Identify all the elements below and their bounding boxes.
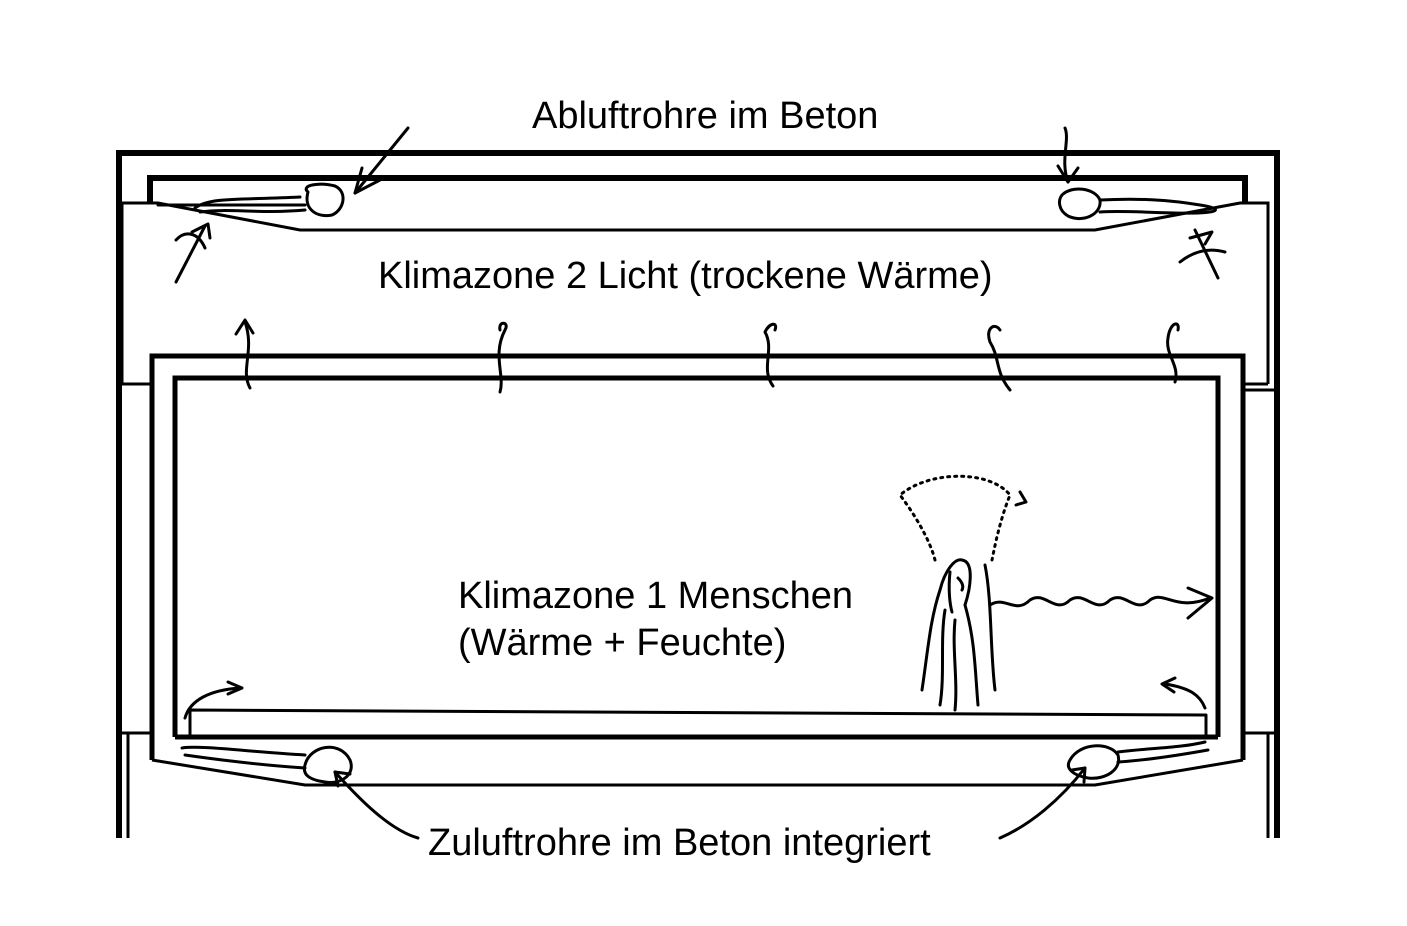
ceiling-slab <box>120 175 1270 386</box>
humidity-plume <box>897 474 1028 562</box>
air-arrow-3 <box>763 322 778 388</box>
exhaust-arrow-left <box>174 222 212 284</box>
inner-room <box>149 353 1280 760</box>
zone1-label-line1: Klimazone 1 Menschen <box>458 575 853 617</box>
exhaust-pipe-right <box>1056 126 1217 221</box>
floor-slab <box>119 731 1244 787</box>
exhaust-pipe-left <box>156 126 410 218</box>
supply-pipes-label: Zuluftrohre im Beton integriert <box>428 822 931 864</box>
supply-pipe-left <box>180 745 420 840</box>
heat-radiation-arrow <box>988 586 1214 620</box>
air-arrow-1 <box>234 318 255 390</box>
air-arrow-2 <box>497 321 508 394</box>
air-arrow-5 <box>1166 322 1180 384</box>
exhaust-arrow-right <box>1178 228 1227 280</box>
floor-arrow-right <box>1160 676 1207 710</box>
air-arrow-4 <box>987 325 1012 392</box>
zone1-label-line2: (Wärme + Feuchte) <box>458 622 786 664</box>
floor-arrow-left <box>183 680 244 720</box>
rising-air-arrows <box>234 318 1180 394</box>
supply-pipe-right <box>998 740 1210 840</box>
person-figure <box>920 558 997 712</box>
zone2-label: Klimazone 2 Licht (trockene Wärme) <box>378 255 993 297</box>
exhaust-pipes-label: Abluftrohre im Beton <box>532 95 878 137</box>
